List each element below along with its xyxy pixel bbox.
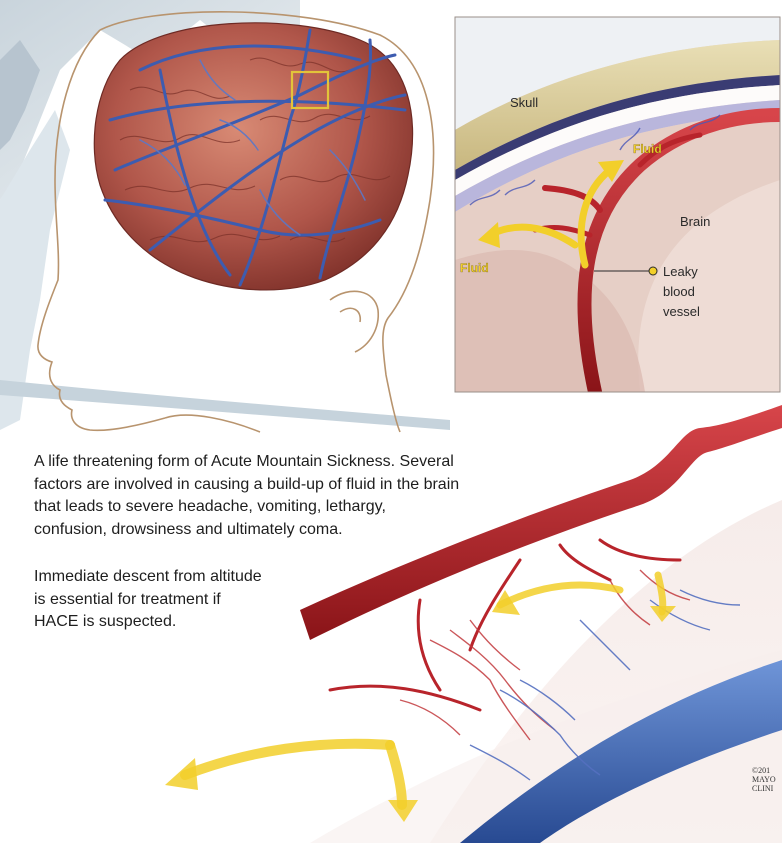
note-line-3: HACE is suspected. (34, 611, 334, 634)
copyright-line-3: CLINI (752, 784, 782, 793)
copyright-mark: ©201 MAYO CLINI (752, 766, 782, 793)
note-line-2: is essential for treatment if (34, 589, 334, 612)
description-paragraph: A life threatening form of Acute Mountai… (34, 451, 554, 541)
copyright-line-2: MAYO (752, 775, 782, 784)
leaky-label-line-3: vessel (663, 304, 700, 319)
description-line-2: factors are involved in causing a build-… (34, 474, 554, 497)
leaky-label-line-2: blood (663, 284, 695, 299)
fluid-label-top: Fluid (633, 142, 662, 156)
description-line-4: confusion, drowsiness and ultimately com… (34, 519, 554, 542)
note-line-1: Immediate descent from altitude (34, 566, 334, 589)
skull-label: Skull (510, 95, 538, 110)
brain-label: Brain (680, 214, 710, 229)
description-line-3: that leads to severe headache, vomiting,… (34, 496, 554, 519)
brain (94, 23, 412, 290)
treatment-note: Immediate descent from altitude is essen… (34, 566, 334, 634)
leaky-pointer-dot (649, 267, 657, 275)
inset-panel: Skull Fluid Fluid Brain Leaky blood vess… (455, 17, 780, 392)
description-line-1: A life threatening form of Acute Mountai… (34, 451, 554, 474)
leaky-label-line-1: Leaky (663, 264, 698, 279)
fluid-label-left: Fluid (460, 261, 489, 275)
copyright-line-1: ©201 (752, 766, 782, 775)
